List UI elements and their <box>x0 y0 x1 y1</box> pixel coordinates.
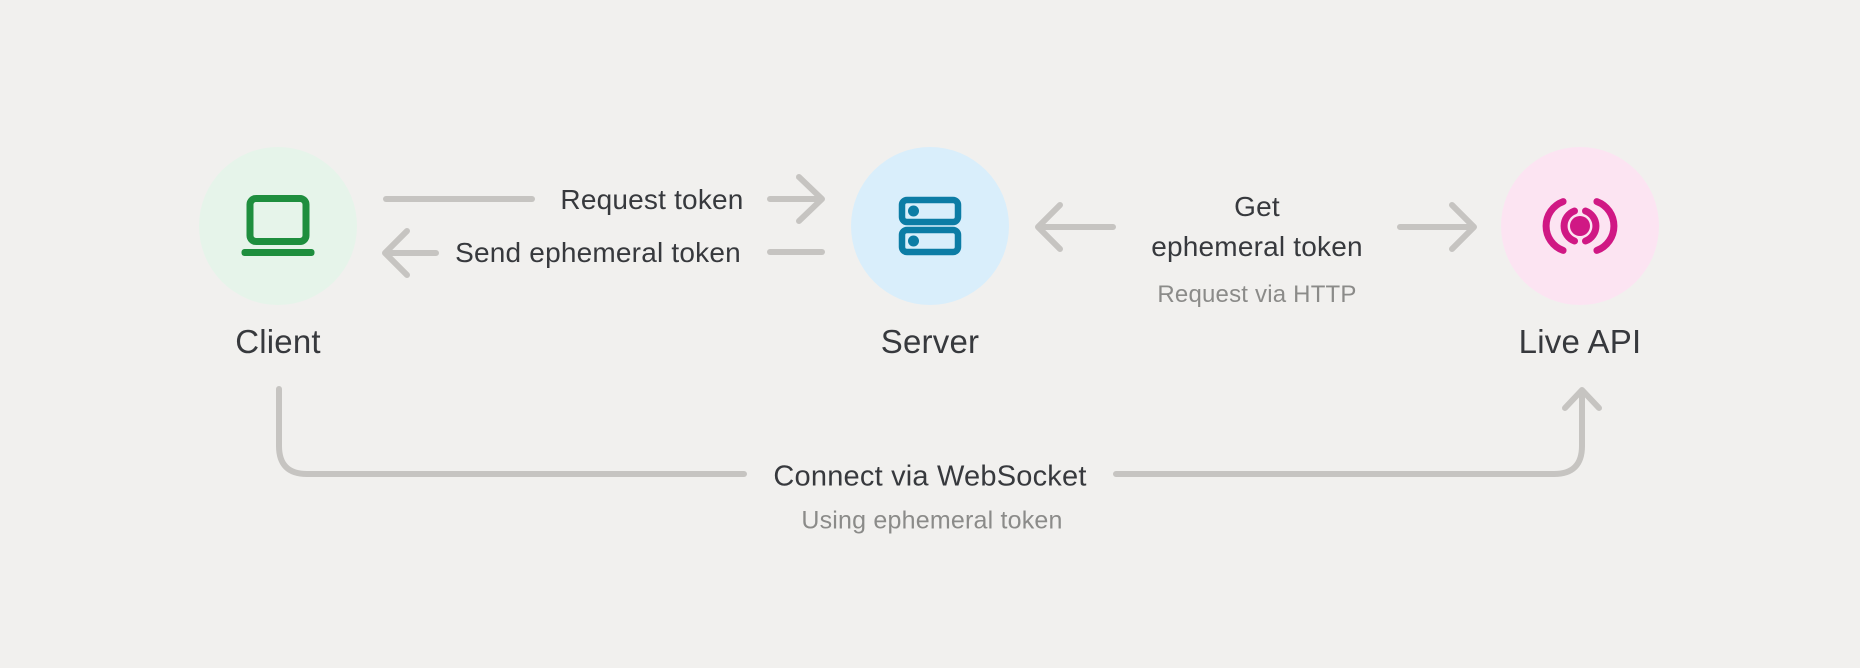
send-ephemeral-token-label: Send ephemeral token <box>455 237 741 268</box>
server-node: Server <box>851 147 1009 361</box>
request-token-label: Request token <box>560 184 744 215</box>
send-token-arrow <box>382 228 439 278</box>
laptop-icon <box>241 195 315 256</box>
server-label: Server <box>880 323 980 360</box>
using-ephemeral-token-label: Using ephemeral token <box>801 506 1063 535</box>
get-ephemeral-token-label-line2: ephemeral token <box>1151 231 1363 262</box>
server-rack-icon <box>898 196 962 256</box>
server-circle <box>851 147 1009 305</box>
request-via-http-label: Request via HTTP <box>1157 281 1357 308</box>
request-token-arrow <box>767 174 825 224</box>
websocket-line-right <box>1113 387 1602 477</box>
broadcast-icon <box>1542 198 1618 254</box>
client-label: Client <box>235 323 321 360</box>
client-circle <box>199 147 357 305</box>
get-token-arrow-right <box>1397 202 1477 252</box>
get-token-arrow-left <box>1035 202 1116 252</box>
connect-websocket-label: Connect via WebSocket <box>773 460 1087 493</box>
client-node: Client <box>199 147 357 361</box>
live-api-circle <box>1501 147 1659 305</box>
websocket-line-left <box>276 386 747 477</box>
live-api-label: Live API <box>1518 323 1642 360</box>
live-api-node: Live API <box>1501 147 1659 361</box>
get-ephemeral-token-label: Get ephemeral token <box>1151 187 1363 267</box>
get-ephemeral-token-label-line1: Get <box>1234 191 1280 222</box>
